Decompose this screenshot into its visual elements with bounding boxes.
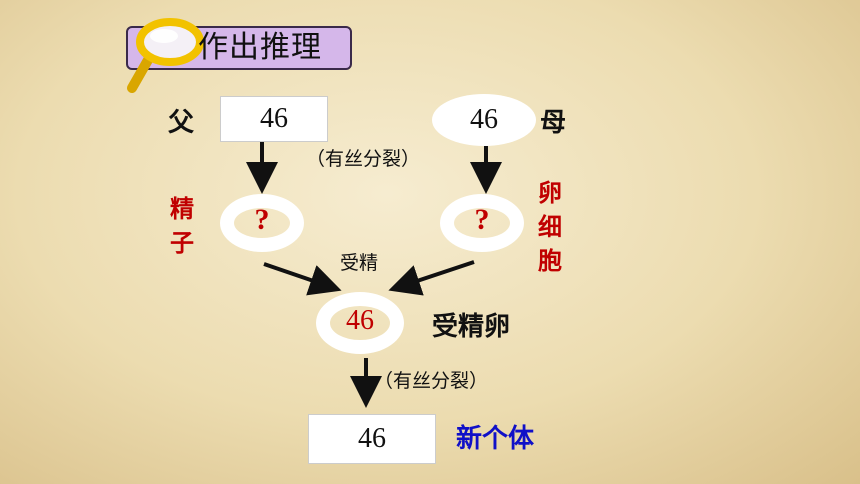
sperm-label-char: 精 xyxy=(170,195,194,223)
offspring-value-box: 46 xyxy=(308,414,436,464)
mitosis-label-bottom: （有丝分裂） xyxy=(374,370,489,392)
mother-label: 母 xyxy=(540,108,567,138)
egg-label-char: 卵 xyxy=(538,179,562,207)
egg-label-char: 细 xyxy=(538,213,562,241)
sperm-value: ? xyxy=(254,203,270,236)
egg-label: 卵 细 胞 xyxy=(538,176,568,278)
offspring-label: 新个体 xyxy=(456,424,535,454)
father-value-box: 46 xyxy=(220,96,328,142)
arrow-sperm-to-zygote xyxy=(263,262,342,296)
arrow-egg-to-zygote xyxy=(388,260,475,296)
egg-value: ? xyxy=(474,203,490,236)
zygote-value: 46 xyxy=(346,305,374,336)
egg-label-char: 胞 xyxy=(538,247,562,275)
fertilization-label: 受精 xyxy=(340,252,379,274)
magnifier-icon xyxy=(118,12,208,96)
sperm-label: 精 子 xyxy=(170,192,200,260)
sperm-label-char: 子 xyxy=(170,229,194,257)
mitosis-label-top: （有丝分裂） xyxy=(306,148,421,170)
mother-value-oval xyxy=(432,94,536,146)
page-title: 作出推理 xyxy=(198,30,322,65)
zygote-label: 受精卵 xyxy=(432,312,511,342)
father-label: 父 xyxy=(168,108,195,138)
mother-value: 46 xyxy=(470,104,498,135)
